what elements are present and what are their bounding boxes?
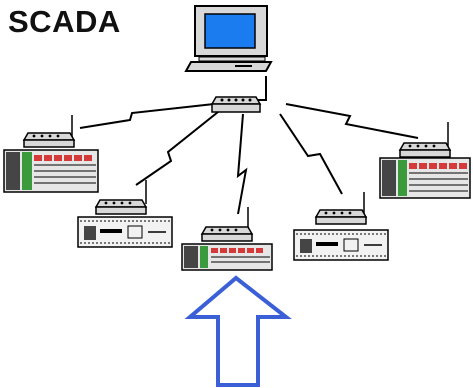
radio-modem-icon: [314, 192, 368, 225]
plc-rack-icon: [3, 149, 99, 193]
radio-modem-icon: [210, 96, 262, 113]
wired-link: [255, 76, 267, 101]
radio-modem-icon: [94, 180, 148, 215]
wireless-link-center: [236, 113, 248, 215]
radio-modem-icon: [22, 115, 76, 148]
plc-rack-icon: [379, 157, 471, 199]
diagram-title: SCADA: [8, 4, 121, 39]
wireless-link-left-mid: [135, 111, 219, 186]
radio-modem-icon: [398, 122, 452, 158]
wireless-link-right: [285, 103, 419, 139]
rtu-icon: [293, 229, 389, 261]
radio-modem-icon: [200, 207, 254, 242]
rtu-icon: [77, 216, 173, 248]
up-arrow-icon: [184, 275, 292, 387]
wireless-link-left: [79, 103, 215, 129]
computer-icon: [184, 5, 273, 72]
plc-rack-icon: [181, 243, 273, 271]
wireless-link-right-mid: [279, 113, 343, 195]
